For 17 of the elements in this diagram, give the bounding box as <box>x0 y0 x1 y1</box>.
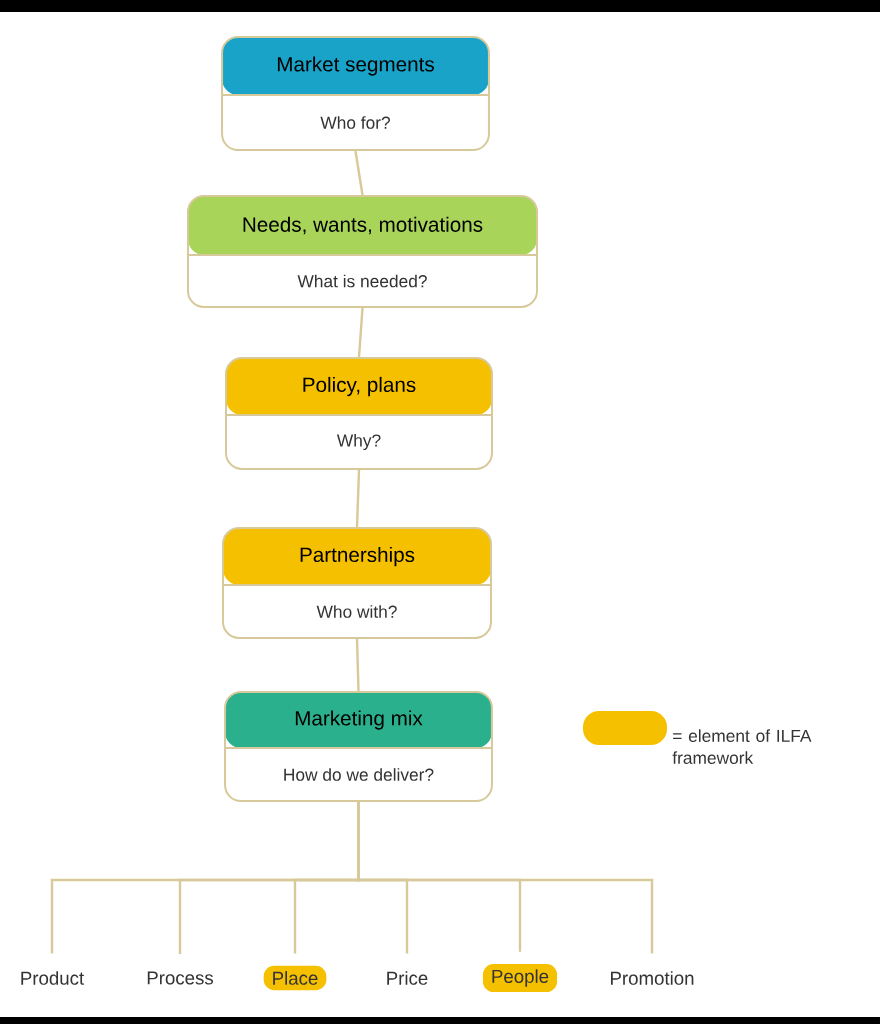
process-box: Policy, plans Why? <box>225 357 493 470</box>
highlighted-label: People <box>482 963 558 993</box>
leaf-label: Price <box>387 971 428 985</box>
connector-line <box>355 469 361 528</box>
process-box: Marketing mix How do we deliver? <box>224 690 493 803</box>
highlighted-label: Place <box>263 965 327 991</box>
connector-line <box>357 802 654 954</box>
connector-line <box>357 307 364 358</box>
connector-line <box>354 150 364 196</box>
connector-line <box>355 638 360 691</box>
process-box: Partnerships Who with? <box>222 527 492 639</box>
legend-text: = element of ILFA framework <box>672 729 812 764</box>
leaf-label: Promotion <box>611 971 694 985</box>
leaf-label: Process <box>147 971 214 985</box>
process-box: Needs, wants, motivations What is needed? <box>186 195 539 308</box>
leaf-label: Product <box>21 971 85 985</box>
process-box: Market segments Who for? <box>221 35 490 152</box>
